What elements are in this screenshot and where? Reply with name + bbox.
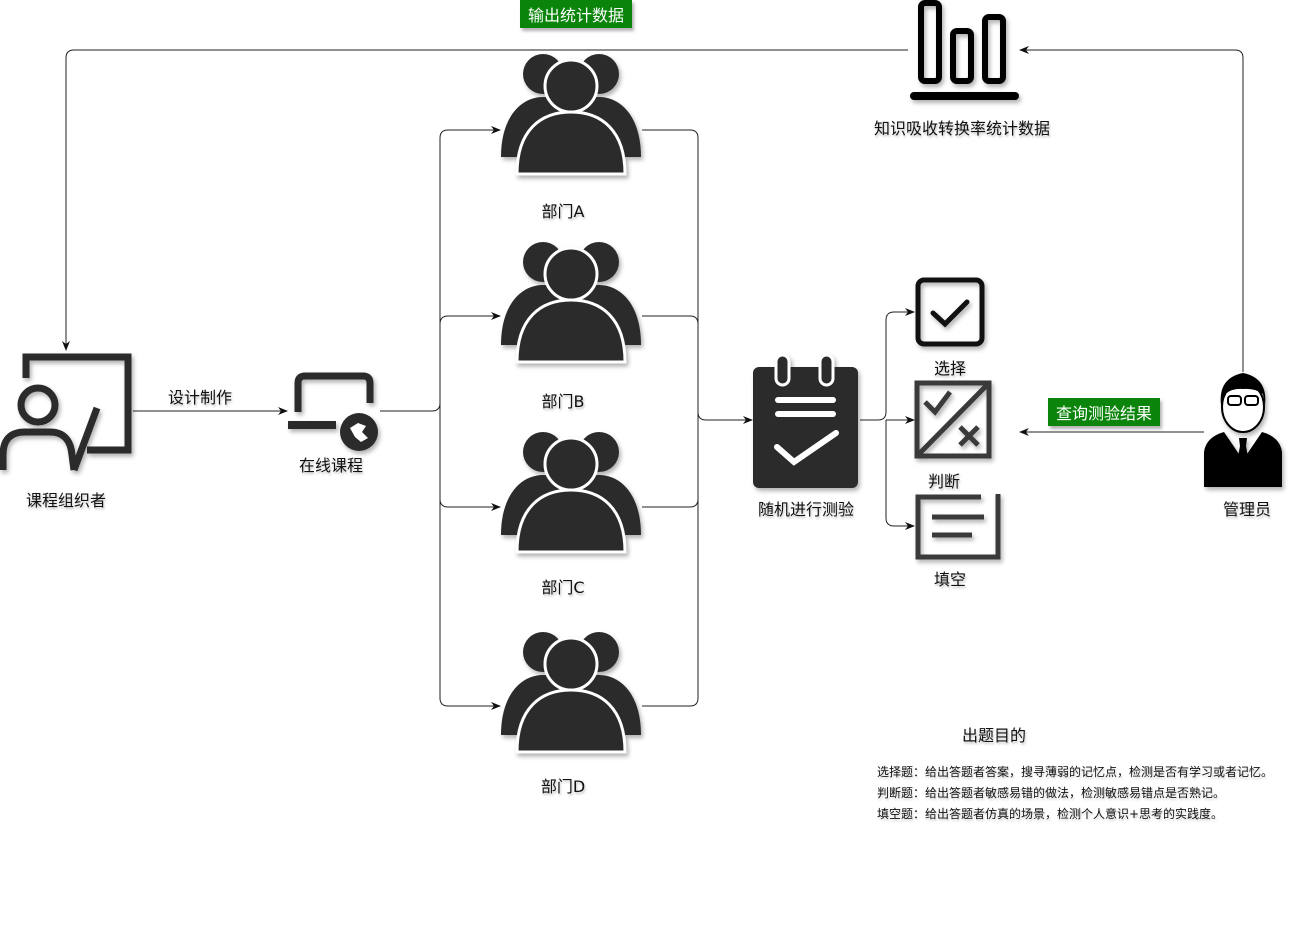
edge-admin-to-stats bbox=[1019, 46, 1244, 372]
admin-label: 管理员 bbox=[1222, 500, 1272, 519]
group-icon-dept-a bbox=[499, 52, 643, 176]
dept-d-label: 部门D bbox=[540, 777, 586, 796]
true-false-icon bbox=[914, 380, 992, 459]
edge-course-to-dept-d bbox=[439, 499, 501, 710]
edge-quiz-to-fill bbox=[885, 420, 915, 530]
checkbox-icon bbox=[915, 277, 985, 347]
organizer-label: 课程组织者 bbox=[25, 491, 107, 510]
group-icon-dept-c bbox=[499, 430, 643, 554]
edge-quiz-to-types bbox=[860, 308, 915, 421]
judge-label: 判断 bbox=[927, 472, 961, 491]
connectors bbox=[62, 46, 1244, 710]
manager-icon bbox=[1204, 373, 1282, 487]
edge-course-to-depts bbox=[380, 126, 501, 412]
course-label: 在线课程 bbox=[298, 456, 364, 475]
quiz-label: 随机进行测验 bbox=[757, 500, 855, 519]
presenter-icon bbox=[0, 353, 132, 472]
edge-join-to-quiz bbox=[697, 411, 753, 424]
dept-b-label: 部门B bbox=[541, 392, 585, 411]
edge-course-to-dept-c bbox=[439, 403, 501, 511]
bar-chart-icon bbox=[910, 0, 1019, 100]
note-choice: 选择题：给出答题者答案，搜寻薄弱的记忆点，检测是否有学习或者记忆。 bbox=[877, 765, 1274, 779]
dept-c-label: 部门C bbox=[541, 578, 585, 597]
dept-a-label: 部门A bbox=[541, 202, 585, 221]
notes-title: 出题目的 bbox=[962, 726, 1027, 745]
edge-depts-to-quiz bbox=[642, 129, 699, 707]
fill-label: 填空 bbox=[933, 570, 967, 589]
query-results-tag: 查询测验结果 bbox=[1048, 398, 1161, 426]
edge-course-to-dept-b bbox=[439, 312, 501, 325]
group-icon-dept-b bbox=[499, 240, 643, 364]
edge-dept-b-join bbox=[642, 315, 699, 325]
note-judge: 判断题：给出答题者敏感易错的做法，检测敏感易错点是否熟记。 bbox=[877, 786, 1226, 800]
fill-blank-icon bbox=[915, 494, 1001, 560]
design-edge-label: 设计制作 bbox=[167, 388, 233, 407]
stats-label: 知识吸收转换率统计数据 bbox=[873, 119, 1051, 138]
choice-label: 选择 bbox=[933, 359, 967, 378]
note-fill: 填空题：给出答题者仿真的场景，检测个人意识+思考的实践度。 bbox=[877, 807, 1224, 821]
edge-dept-c-join bbox=[642, 498, 699, 508]
output-stats-tag: 输出统计数据 bbox=[520, 0, 633, 28]
laptop-globe-icon bbox=[288, 372, 378, 451]
clipboard-check-icon bbox=[753, 353, 858, 488]
group-icon-dept-d bbox=[499, 630, 643, 754]
edge-stats-to-organizer bbox=[62, 49, 908, 351]
